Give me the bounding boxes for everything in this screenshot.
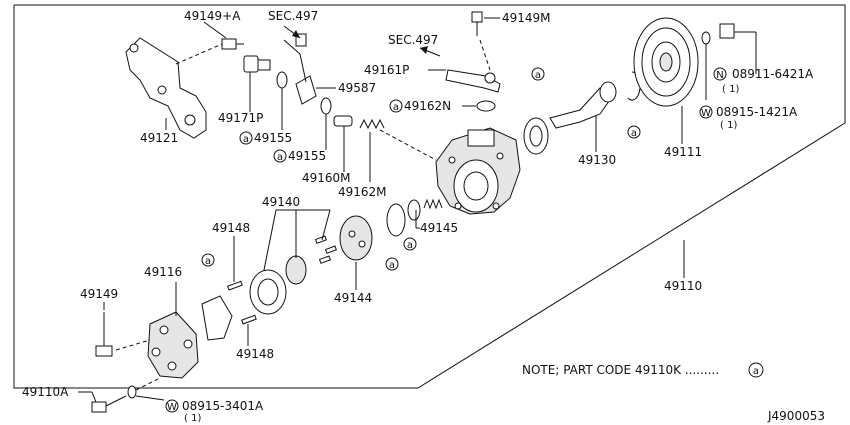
- label-sec497-b: SEC.497: [388, 33, 438, 47]
- label-49145: 49145: [420, 221, 458, 235]
- svg-text:a: a: [631, 128, 637, 139]
- rotor: [285, 255, 307, 285]
- label-49110A: 49110A: [22, 385, 69, 399]
- label-49148-b: 49148: [236, 347, 274, 361]
- rear-cover-49116: [147, 311, 199, 379]
- o-ring-body-b: [407, 199, 421, 221]
- label-49144: 49144: [334, 291, 372, 305]
- label-08911-6421A: 08911-6421A: [732, 67, 814, 81]
- marker-W-1: W: [699, 105, 713, 119]
- svg-text:W: W: [701, 108, 711, 119]
- label-08911-qty: ( 1): [722, 84, 739, 95]
- pulley-49111: [633, 17, 699, 107]
- label-49140: 49140: [262, 195, 300, 209]
- svg-text:a: a: [393, 102, 399, 113]
- marker-N: N: [713, 67, 727, 81]
- svg-text:N: N: [716, 70, 723, 81]
- marker-a-2: a: [273, 149, 287, 163]
- label-sec497-a: SEC.497: [268, 9, 318, 23]
- label-49111: 49111: [664, 145, 702, 159]
- note-part-code: NOTE; PART CODE 49110K .........: [522, 363, 719, 377]
- svg-text:a: a: [243, 134, 249, 145]
- marker-W-2: W: [165, 399, 179, 413]
- pipe-49161P: [445, 39, 501, 93]
- bolt-49149M: [471, 11, 483, 36]
- leader-lines: [78, 17, 757, 403]
- label-08915-3401A-qty: ( 1): [184, 413, 201, 424]
- fitting-49171P: [243, 55, 271, 73]
- label-49148-a: 49148: [212, 221, 250, 235]
- label-08915-3401A: 08915-3401A: [182, 399, 264, 413]
- sec497-arrow-b: [419, 46, 441, 57]
- svg-text:a: a: [407, 240, 413, 251]
- bolt-49110A: [91, 377, 161, 413]
- pin-49148-a: [227, 280, 243, 291]
- svg-text:W: W: [167, 402, 177, 413]
- marker-a-9: a: [748, 362, 764, 378]
- label-49587: 49587: [338, 81, 376, 95]
- pump-body: [435, 127, 521, 215]
- gasket: [201, 295, 233, 341]
- nut-08911-6421A: [719, 23, 735, 39]
- label-49161P: 49161P: [364, 63, 409, 77]
- pin-49148-b: [241, 314, 257, 325]
- label-49155-b: 49155: [288, 149, 326, 163]
- label-49149: 49149: [80, 287, 118, 301]
- label-49171P: 49171P: [218, 111, 263, 125]
- label-49160M: 49160M: [302, 171, 351, 185]
- label-49116: 49116: [144, 265, 182, 279]
- side-plate-49144: [339, 215, 373, 261]
- dash-line-a: [379, 129, 437, 161]
- bolt-49149A: [221, 38, 244, 50]
- assembly-boundary: [13, 4, 846, 389]
- drawing-code: J4900053: [767, 409, 825, 423]
- svg-text:a: a: [535, 70, 541, 81]
- label-49162M: 49162M: [338, 185, 387, 199]
- label-49149M: 49149M: [502, 11, 551, 25]
- spring-49162M: [359, 118, 385, 130]
- label-08915-1421A-qty: ( 1): [720, 120, 737, 131]
- bolt-49149: [95, 312, 151, 357]
- label-49110: 49110: [664, 279, 702, 293]
- seal-inner: [529, 125, 543, 147]
- connector-49587: [283, 33, 317, 105]
- svg-text:a: a: [277, 152, 283, 163]
- o-ring-49155-b: [320, 97, 332, 115]
- shaft-49130: [549, 81, 617, 129]
- svg-text:a: a: [753, 366, 759, 377]
- valve-49160M: [333, 115, 353, 127]
- sec497-arrow-a: [283, 25, 301, 39]
- spring-49145: [423, 198, 443, 210]
- label-49155-a: 49155: [254, 131, 292, 145]
- washer-08915-1421A: [701, 31, 711, 45]
- marker-a-6: a: [201, 253, 215, 267]
- marker-a-4: a: [531, 67, 545, 81]
- vanes: [314, 235, 337, 264]
- label-49162N: 49162N: [404, 99, 451, 113]
- bracket-49121: [125, 37, 223, 139]
- marker-a-8: a: [403, 237, 417, 251]
- o-ring-body-a: [386, 203, 406, 237]
- marker-a-5: a: [627, 125, 641, 139]
- o-ring-49162N: [476, 100, 496, 112]
- svg-text:a: a: [205, 256, 211, 267]
- marker-a-3: a: [389, 99, 403, 113]
- label-49149A: 49149+A: [184, 9, 241, 23]
- o-ring-49155-a: [276, 71, 288, 89]
- marker-a-1: a: [239, 131, 253, 145]
- cam-ring: [249, 269, 287, 315]
- label-49130: 49130: [578, 153, 616, 167]
- label-49121: 49121: [140, 131, 178, 145]
- marker-a-7: a: [385, 257, 399, 271]
- svg-text:a: a: [389, 260, 395, 271]
- label-08915-1421A: 08915-1421A: [716, 105, 798, 119]
